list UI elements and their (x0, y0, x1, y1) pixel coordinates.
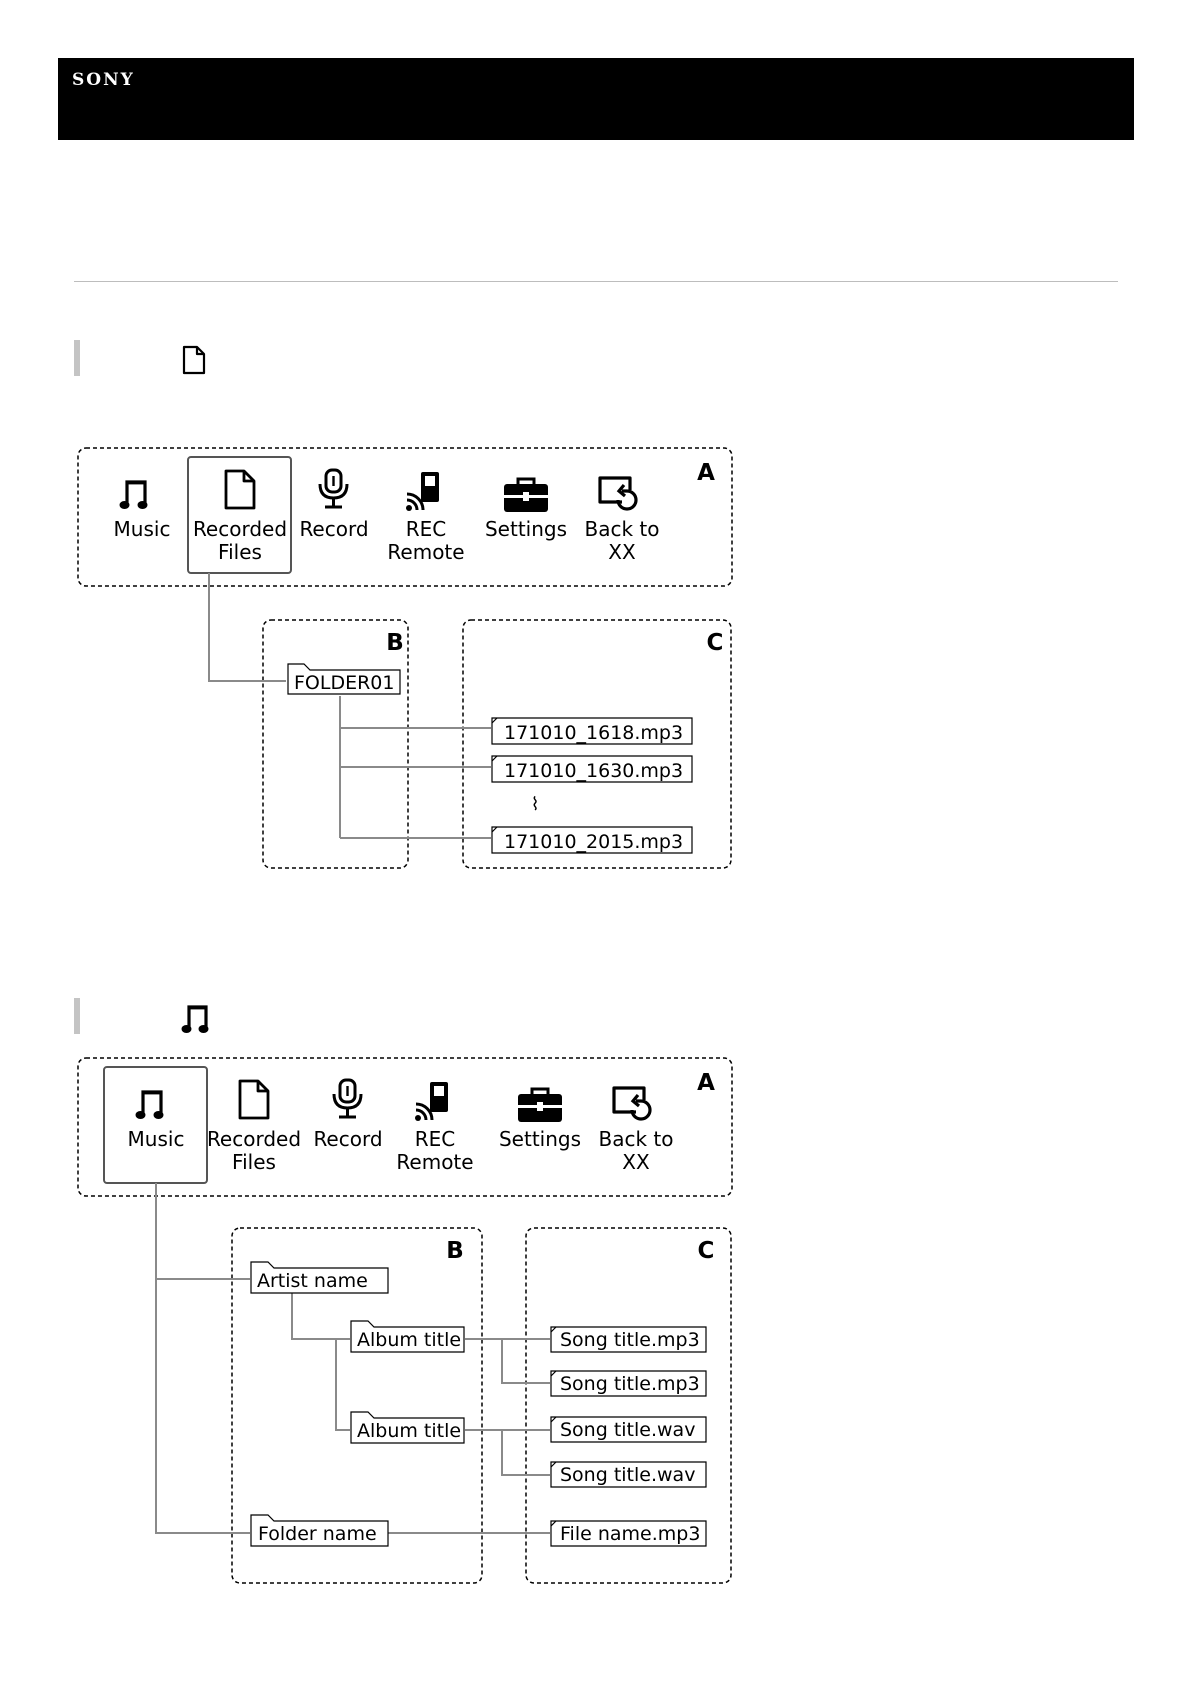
menu-item-recorded-files (238, 1079, 270, 1120)
rec-remote-icon (413, 1080, 450, 1123)
folder-node: Folder name (250, 1514, 389, 1547)
toolbox-icon (502, 477, 550, 514)
menu-item-back (612, 1086, 652, 1121)
file-name: 171010_1630.mp3 (504, 760, 683, 782)
box-c-label: C (698, 1238, 715, 1264)
tree-connectors (155, 1183, 550, 1534)
selected-item-frame (187, 456, 292, 574)
sony-logo: SONY (72, 70, 135, 90)
section-marker-recorded (74, 340, 80, 376)
file-node: File name.mp3 (550, 1520, 707, 1547)
menu-item-rec-remote (404, 470, 441, 513)
menu-item-settings-label: Settings (499, 1127, 581, 1151)
music-diagram: A Music Recorded Files Record REC Remote… (70, 1050, 750, 1600)
rec-remote-icon (404, 470, 441, 513)
toolbox-icon (516, 1087, 564, 1124)
header-bar (58, 58, 1134, 140)
microphone-icon (318, 468, 349, 509)
back-arrow-icon (598, 476, 638, 511)
file-name: 171010_1618.mp3 (504, 722, 683, 744)
menu-item-rec-remote-label-2: Remote (387, 540, 464, 564)
menu-item-music (133, 1089, 166, 1121)
document-icon (224, 469, 256, 510)
box-b (262, 619, 409, 869)
file-node: 171010_2015.mp3 (491, 826, 693, 854)
menu-item-settings-label: Settings (485, 517, 567, 541)
menu-item-recorded-files (224, 469, 256, 510)
album-node: Album title (350, 1320, 465, 1353)
song-node: Song title.mp3 (550, 1370, 707, 1397)
song-node: Song title.mp3 (550, 1326, 707, 1353)
menu-item-record-label: Record (313, 1127, 382, 1151)
menu-item-rec-remote-label-1: REC (406, 517, 447, 541)
music-note-icon (181, 1002, 213, 1038)
menu-item-back-label-2: XX (622, 1150, 650, 1174)
song-node: Song title.wav (550, 1461, 707, 1488)
menu-item-rec-remote-label-1: REC (415, 1127, 456, 1151)
folder-name: FOLDER01 (294, 672, 394, 694)
file-name: 171010_2015.mp3 (504, 831, 683, 853)
document-icon (181, 345, 207, 379)
recorded-files-diagram: A Music Recorded Files Record REC Remote… (70, 440, 750, 880)
song-title: Song title.mp3 (560, 1373, 700, 1395)
artist-name: Artist name (257, 1270, 368, 1292)
menu-item-back-label-1: Back to (599, 1127, 674, 1151)
album-title: Album title (357, 1329, 461, 1351)
artist-node: Artist name (250, 1261, 389, 1294)
folder-name: Folder name (258, 1523, 377, 1545)
menu-item-recorded-files-label-2: Files (232, 1150, 276, 1174)
box-a (77, 1057, 733, 1197)
album-node: Album title (350, 1411, 465, 1444)
menu-item-settings (502, 477, 550, 514)
box-a-label: A (697, 460, 715, 486)
microphone-icon (332, 1078, 363, 1119)
menu-item-recorded-files-label-1: Recorded (207, 1127, 301, 1151)
menu-item-back (598, 476, 638, 511)
song-title: Song title.wav (560, 1464, 695, 1486)
title-divider (74, 281, 1118, 282)
box-c (525, 1227, 732, 1584)
song-title: Song title.wav (560, 1419, 695, 1441)
menu-item-rec-remote (413, 1080, 450, 1123)
album-title: Album title (357, 1420, 461, 1442)
menu-item-record (318, 468, 349, 509)
file-name: File name.mp3 (560, 1523, 700, 1545)
menu-item-back-label-2: XX (608, 540, 636, 564)
menu-item-recorded-files-label-1: Recorded (193, 517, 287, 541)
box-c-label: C (707, 630, 724, 656)
song-title: Song title.mp3 (560, 1329, 700, 1351)
menu-item-settings (516, 1087, 564, 1124)
menu-item-recorded-files-label-2: Files (218, 540, 262, 564)
box-b-label: B (446, 1238, 464, 1264)
menu-item-rec-remote-label-2: Remote (396, 1150, 473, 1174)
music-note-icon (117, 479, 150, 511)
song-node: Song title.wav (550, 1416, 707, 1443)
back-arrow-icon (612, 1086, 652, 1121)
menu-item-music-label: Music (114, 517, 171, 541)
box-a-label: A (697, 1070, 715, 1096)
section-marker-music (74, 998, 80, 1034)
document-icon (238, 1079, 270, 1120)
menu-item-record (332, 1078, 363, 1119)
file-node: 171010_1630.mp3 (491, 755, 693, 783)
selected-item-frame (103, 1066, 208, 1184)
box-b-label: B (386, 630, 404, 656)
box-c (462, 619, 732, 869)
folder-node: FOLDER01 (287, 663, 401, 695)
music-note-icon (133, 1089, 166, 1121)
menu-item-back-label-1: Back to (585, 517, 660, 541)
file-node: 171010_1618.mp3 (491, 717, 693, 745)
box-a (77, 447, 733, 587)
box-b (231, 1227, 483, 1584)
menu-item-music-label: Music (128, 1127, 185, 1151)
tree-connectors (208, 573, 491, 839)
continuation-mark: ⌇ (531, 794, 540, 815)
menu-item-record-label: Record (299, 517, 368, 541)
menu-item-music (117, 479, 150, 511)
